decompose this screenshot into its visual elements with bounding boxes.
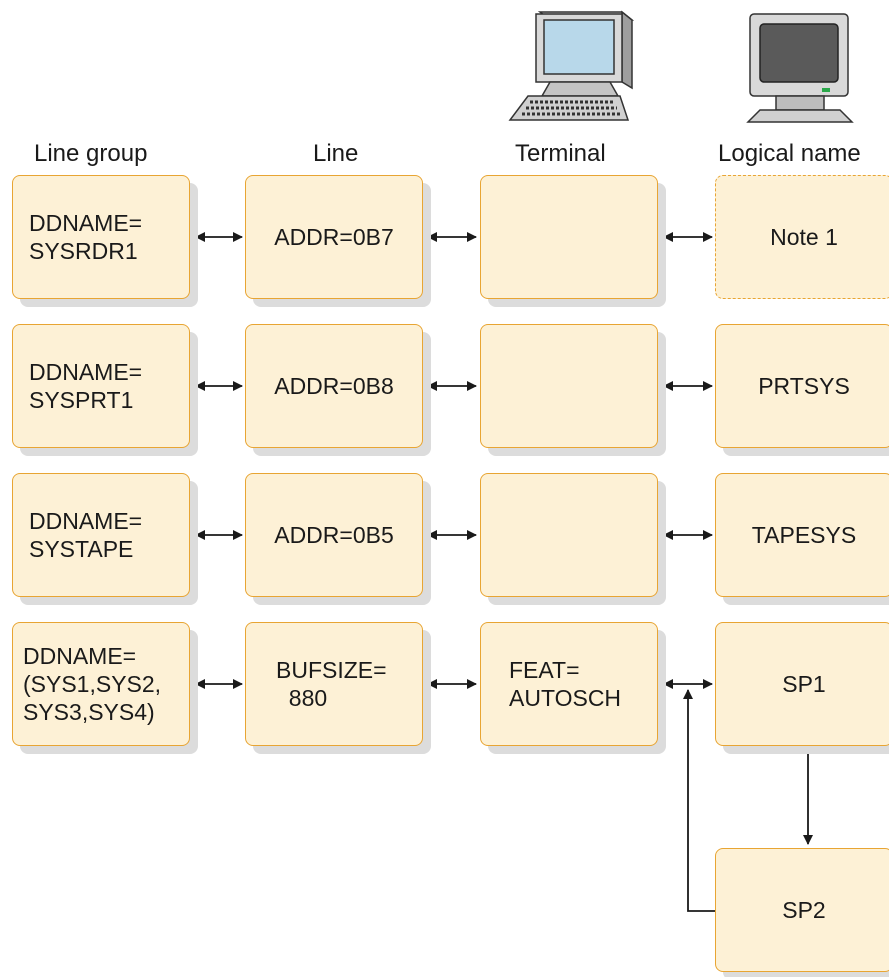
line-group-box: DDNAME= SYSTAPE xyxy=(12,473,190,597)
header-terminal: Terminal xyxy=(515,140,606,167)
logical-name-text: SP1 xyxy=(782,671,826,697)
desktop-computer-icon xyxy=(508,10,635,121)
terminal-box: FEAT= AUTOSCH xyxy=(480,622,658,746)
logical-name-text: SP2 xyxy=(782,897,826,923)
terminal-box xyxy=(480,473,658,597)
line-group-text: DDNAME= SYSRDR1 xyxy=(29,210,143,264)
line-text: BUFSIZE= 880 xyxy=(276,657,387,711)
line-text: ADDR=0B8 xyxy=(274,373,394,399)
logical-name-box-note: Note 1 xyxy=(715,175,889,299)
line-box: BUFSIZE= 880 xyxy=(245,622,423,746)
logical-name-box: PRTSYS xyxy=(715,324,889,448)
logical-name-text: TAPESYS xyxy=(751,522,857,548)
terminal-text: FEAT= AUTOSCH xyxy=(509,657,622,711)
terminal-monitor-icon xyxy=(746,13,854,123)
header-logical-name: Logical name xyxy=(718,140,861,167)
logical-name-box-sp2: SP2 xyxy=(715,848,889,972)
logical-name-text: Note 1 xyxy=(770,224,838,250)
line-box: ADDR=0B8 xyxy=(245,324,423,448)
line-box: ADDR=0B7 xyxy=(245,175,423,299)
header-line-group: Line group xyxy=(34,140,148,167)
line-text: ADDR=0B5 xyxy=(274,522,394,548)
line-group-box: DDNAME= (SYS1,SYS2, SYS3,SYS4) xyxy=(12,622,190,746)
line-group-text: DDNAME= (SYS1,SYS2, SYS3,SYS4) xyxy=(23,643,162,725)
terminal-box xyxy=(480,324,658,448)
terminal-box xyxy=(480,175,658,299)
connector-arrows xyxy=(195,232,813,912)
logical-name-text: PRTSYS xyxy=(758,373,850,399)
line-box: ADDR=0B5 xyxy=(245,473,423,597)
line-group-text: DDNAME= SYSPRT1 xyxy=(29,359,143,413)
logical-name-box: TAPESYS xyxy=(715,473,889,597)
logical-name-box: SP1 xyxy=(715,622,889,746)
line-group-box: DDNAME= SYSRDR1 xyxy=(12,175,190,299)
header-line: Line xyxy=(313,140,359,167)
line-text: ADDR=0B7 xyxy=(274,224,394,250)
line-group-box: DDNAME= SYSPRT1 xyxy=(12,324,190,448)
line-group-text: DDNAME= SYSTAPE xyxy=(29,508,143,562)
